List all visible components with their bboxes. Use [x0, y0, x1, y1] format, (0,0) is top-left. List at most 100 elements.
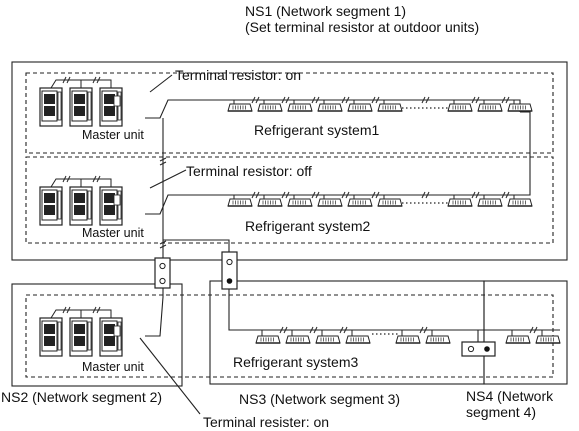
master-unit-label-system3: Master unit	[82, 360, 144, 374]
wire-break-mark	[281, 96, 290, 104]
gateway-ns1-ns2	[154, 257, 171, 289]
wire-break-mark	[501, 191, 510, 199]
wire-break-mark	[371, 191, 380, 199]
indoor-unit	[477, 103, 503, 112]
system2-bus	[145, 111, 531, 215]
outdoor-unit	[39, 186, 63, 226]
wire-break-mark	[421, 191, 430, 199]
ns2-frame	[11, 283, 183, 387]
wire-break-mark	[419, 326, 428, 334]
wire-break-mark	[62, 306, 71, 314]
indoor-unit	[255, 335, 281, 344]
indoor-unit	[425, 335, 451, 344]
wire-break-mark	[529, 326, 538, 334]
master-unit-label-system2: Master unit	[82, 226, 144, 240]
indoor-unit	[447, 198, 473, 207]
gateway-terminal-resistor	[226, 278, 233, 284]
ns1-to-gateway2	[163, 239, 230, 252]
gateway-port	[159, 262, 166, 270]
indoor-unit	[347, 198, 373, 207]
wire-break-mark	[341, 96, 350, 104]
gateway-port	[159, 277, 166, 285]
indoor-unit	[317, 103, 343, 112]
indoor-unit	[477, 198, 503, 207]
outdoor-unit	[69, 87, 93, 127]
unit-interconnect	[81, 309, 112, 318]
ns1-system1-frame	[25, 72, 554, 154]
indoor-unit	[447, 103, 473, 112]
indoor-unit	[535, 335, 561, 344]
ns1-outer-frame	[11, 61, 568, 261]
ns1-subtitle: (Set terminal resistor at outdoor units)	[245, 19, 480, 35]
indoor-unit	[377, 198, 403, 207]
indoor-unit	[377, 103, 403, 112]
indoor-unit	[347, 103, 373, 112]
wire-break-mark	[309, 326, 318, 334]
ns4-frame	[483, 280, 568, 385]
wire-break-mark	[92, 306, 101, 314]
resistor-label-system2: Terminal resistor: off	[186, 163, 312, 179]
indoor-unit	[315, 335, 341, 344]
system3-link	[145, 296, 164, 337]
indoor-unit	[287, 103, 313, 112]
wire-break-mark	[92, 76, 101, 84]
gateway-ns3-ns4	[461, 341, 496, 357]
indoor-unit	[507, 103, 533, 112]
indoor-unit	[395, 335, 421, 344]
gateway-port	[226, 258, 233, 266]
master-unit-label-system1: Master unit	[82, 128, 144, 142]
ns3-label: NS3 (Network segment 3)	[239, 391, 401, 407]
resistor-leader-1	[149, 74, 173, 93]
resistor-label-system3: Terminal resister: on	[203, 414, 330, 430]
wire-break-mark	[341, 191, 350, 199]
resistor-leader-3	[139, 337, 201, 415]
indoor-unit	[505, 335, 531, 344]
master-outdoor-unit	[99, 317, 123, 357]
indoor-unit	[227, 198, 253, 207]
wire-break-mark	[159, 240, 167, 249]
ns1-system2-frame	[25, 156, 554, 244]
unit-interconnect	[50, 178, 82, 188]
indoor-unit	[345, 335, 371, 344]
indoor-unit	[287, 198, 313, 207]
wire-break-mark	[281, 191, 290, 199]
wire-break-mark	[311, 96, 320, 104]
ns1-title: NS1 (Network segment 1)	[245, 3, 407, 19]
unit-interconnect	[81, 178, 112, 187]
ns4-label-line2: segment 4)	[466, 404, 537, 420]
unit-interconnect	[50, 309, 82, 319]
refrigerant-system3-label: Refrigerant system3	[233, 354, 359, 370]
unit-interconnect	[50, 79, 82, 89]
indoor-unit	[257, 198, 283, 207]
system3-bus	[228, 289, 560, 331]
wire-break-mark	[62, 76, 71, 84]
gateway-port	[467, 345, 475, 353]
wire-break-mark	[251, 96, 260, 104]
wire-break-mark	[92, 175, 101, 183]
refrigerant-system2-label: Refrigerant system2	[245, 218, 371, 234]
master-outdoor-unit	[99, 186, 123, 226]
wire-break-mark	[62, 175, 71, 183]
wire-break-mark	[279, 326, 288, 334]
indoor-unit	[317, 198, 343, 207]
wire-break-mark	[159, 157, 167, 166]
wire-break-mark	[421, 96, 430, 104]
indoor-unit	[507, 198, 533, 207]
wire-break-mark	[311, 191, 320, 199]
ns4-label-line1: NS4 (Network	[466, 388, 554, 404]
gateway-terminal-resistor	[484, 346, 490, 352]
ns2-label: NS2 (Network segment 2)	[1, 389, 163, 405]
wire-break-mark	[339, 326, 348, 334]
master-outdoor-unit	[99, 87, 123, 127]
wire-break-mark	[501, 96, 510, 104]
indoor-unit	[257, 103, 283, 112]
outdoor-unit	[39, 317, 63, 357]
wire-break-mark	[371, 96, 380, 104]
resistor-label-system1: Terminal resistor: on	[175, 67, 302, 83]
outdoor-unit	[69, 317, 93, 357]
wire-break-mark	[471, 191, 480, 199]
wire-break-mark	[251, 191, 260, 199]
refrigerant-system1-label: Refrigerant system1	[254, 122, 380, 138]
resistor-leader-2	[149, 169, 187, 189]
